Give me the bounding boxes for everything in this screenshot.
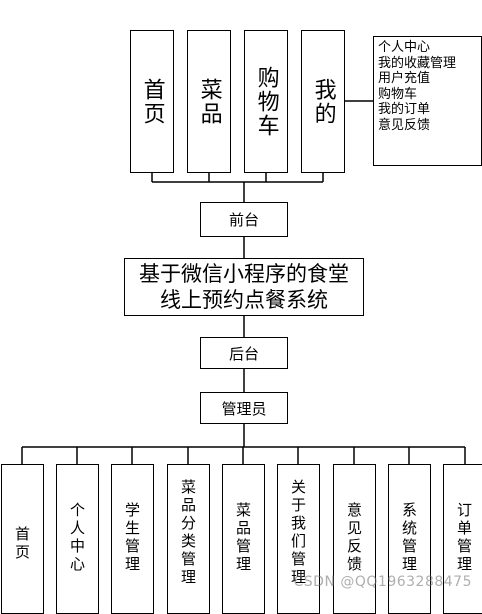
back-module-feedback: 意见反馈 [333,464,376,614]
back-module-students: 学生管理 [111,464,154,614]
back-module-dishes-label: 菜品管理 [234,502,252,574]
back-module-system-label: 系统管理 [400,502,418,574]
back-module-feedback-label: 意见反馈 [345,502,363,574]
back-module-students-label: 学生管理 [123,502,141,574]
backend-node: 后台 [200,337,288,369]
backend-label: 后台 [228,344,259,363]
front-module-mine: 我的 [301,30,345,173]
back-module-home-label: 首页 [13,526,31,562]
system-title-line-2: 线上预约点餐系统 [160,288,328,312]
frontend-label: 前台 [228,211,259,229]
submenu-item-feedback: 意见反馈 [378,117,431,133]
submenu-item-recharge: 用户充值 [378,71,431,87]
back-module-personal-center: 个人中心 [56,464,99,614]
back-module-about-us: 关于我们管理 [277,464,320,614]
back-module-about-us-label: 关于我们管理 [289,479,307,587]
admin-node: 管理员 [200,392,288,424]
back-module-dishes: 菜品管理 [222,464,265,614]
system-title-line-1: 基于微信小程序的食堂 [139,261,349,286]
submenu-item-favorites: 我的收藏管理 [378,55,457,71]
system-title-node: 基于微信小程序的食堂 线上预约点餐系统 [124,258,364,316]
front-module-dishes: 菜品 [187,30,231,173]
frontend-node: 前台 [200,202,288,237]
back-module-dish-categories: 菜品分类管理 [167,464,210,614]
back-module-home: 首页 [1,464,44,614]
back-module-orders: 订单管理 [443,464,482,614]
admin-label: 管理员 [221,399,267,418]
back-module-orders-label: 订单管理 [455,502,473,574]
submenu-item-personal-center: 个人中心 [378,40,431,55]
submenu-item-orders: 我的订单 [378,102,431,118]
front-module-cart: 购物车 [244,30,288,173]
back-module-personal-center-label: 个人中心 [68,502,86,574]
submenu-item-cart: 购物车 [378,86,418,102]
front-module-home: 首页 [130,30,174,173]
csdn-watermark: CSDN @QQ1963288475 [293,574,472,590]
back-module-dish-categories-label: 菜品分类管理 [179,479,197,587]
mine-submenu-box: 个人中心 我的收藏管理 用户充值 购物车 我的订单 意见反馈 [373,36,482,166]
back-module-system: 系统管理 [388,464,431,614]
